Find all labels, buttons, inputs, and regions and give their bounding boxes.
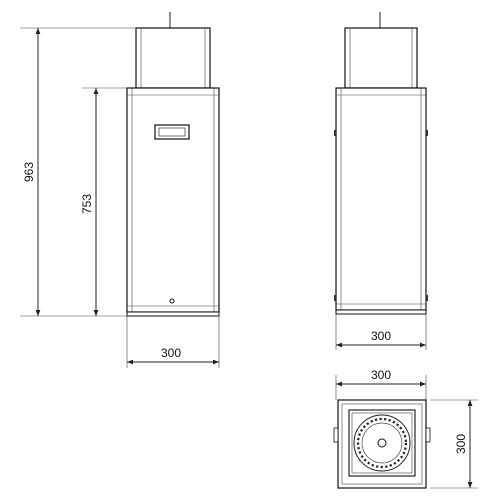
front-control-panel: [154, 124, 190, 140]
side-main-body: [335, 87, 427, 311]
side-view: 300: [334, 12, 428, 350]
front-view: 963 753 300: [20, 12, 220, 368]
side-base: [335, 309, 427, 315]
front-main-body: [126, 87, 220, 313]
front-top-collar: [135, 27, 211, 89]
dim-label-963: 963: [22, 162, 36, 182]
dim-label-front-width: 300: [161, 346, 181, 360]
top-burner-ring: [353, 414, 411, 472]
dim-label-top-depth: 300: [454, 434, 468, 454]
top-flue-outlet: [377, 438, 387, 448]
dim-label-side-width: 300: [371, 329, 391, 343]
side-top-collar: [344, 27, 418, 89]
top-view: 300 300: [333, 368, 478, 489]
dim-label-753: 753: [80, 194, 94, 214]
front-knob: [169, 298, 175, 304]
front-base: [126, 311, 220, 317]
dim-label-top-width: 300: [371, 368, 391, 382]
